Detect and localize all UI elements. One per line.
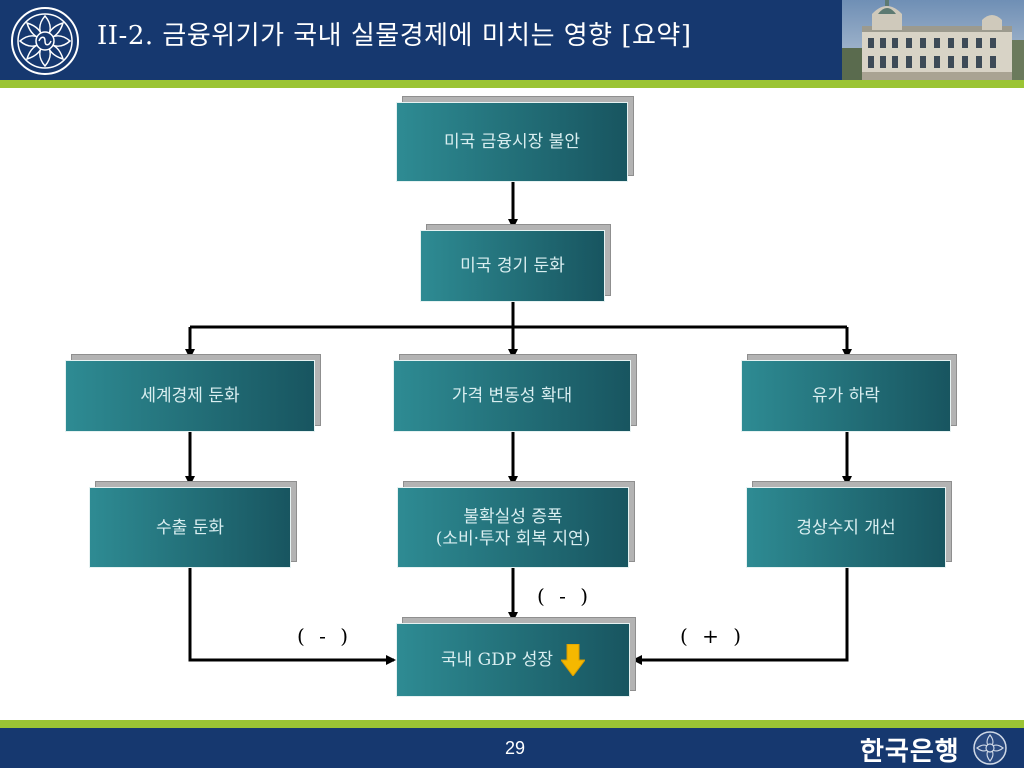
node-label: 미국 경기 둔화: [460, 256, 565, 276]
node-oil-price-decline: 유가 하락: [741, 354, 957, 432]
gdp-label-row: 국내 GDP 성장: [440, 644, 586, 676]
node-label: 유가 하락: [812, 386, 880, 406]
node-export-slowdown: 수출 둔화: [89, 481, 297, 568]
node-box: 가격 변동성 확대: [393, 360, 631, 432]
node-label-line1: 불확실성 증폭: [463, 506, 563, 527]
bank-building-photo: [842, 0, 1024, 80]
node-us-economy-slowdown: 미국 경기 둔화: [420, 224, 611, 302]
node-box: 불확실성 증폭 (소비·투자 회복 지연): [397, 487, 629, 568]
node-label: 미국 금융시장 불안: [444, 132, 580, 152]
down-arrow-icon: [561, 644, 586, 676]
bank-emblem-icon: [973, 731, 1007, 765]
slide-footer: 29 한국은행: [0, 728, 1024, 768]
sign-export-effect: ( - ): [297, 624, 353, 648]
node-box: 경상수지 개선: [746, 487, 946, 568]
node-box: 국내 GDP 성장: [396, 623, 630, 697]
node-domestic-gdp-growth: 국내 GDP 성장: [396, 617, 636, 697]
node-uncertainty: 불확실성 증폭 (소비·투자 회복 지연): [397, 481, 635, 568]
node-us-financial-market: 미국 금융시장 불안: [396, 96, 634, 182]
node-box: 미국 금융시장 불안: [396, 102, 628, 182]
node-box: 수출 둔화: [89, 487, 291, 568]
bank-emblem-icon: [11, 7, 79, 75]
node-box: 세계경제 둔화: [65, 360, 315, 432]
brand-name: 한국은행: [860, 737, 960, 767]
page-title: II-2. 금융위기가 국내 실물경제에 미치는 영향 [요약]: [97, 21, 692, 51]
slide-header: II-2. 금융위기가 국내 실물경제에 미치는 영향 [요약]: [0, 0, 1024, 80]
arrow-current-account-to-gdp: [632, 568, 849, 665]
node-label: 세계경제 둔화: [140, 386, 240, 406]
sign-uncertainty-effect: ( - ): [537, 584, 593, 608]
node-label-line2: (소비·투자 회복 지연): [435, 528, 591, 549]
node-world-economy-slowdown: 세계경제 둔화: [65, 354, 321, 432]
node-label: 국내 GDP 성장: [440, 650, 554, 670]
node-label: 수출 둔화: [156, 517, 224, 538]
footer-accent-stripe: [0, 720, 1024, 728]
node-price-volatility: 가격 변동성 확대: [393, 354, 637, 432]
sign-current-account-effect: ( + ): [680, 624, 746, 648]
node-box: 미국 경기 둔화: [420, 230, 605, 302]
arrow-export-to-gdp: [188, 568, 396, 665]
header-accent-stripe: [0, 80, 1024, 88]
node-current-account-improvement: 경상수지 개선: [746, 481, 952, 568]
node-label: 가격 변동성 확대: [451, 386, 573, 406]
node-box: 유가 하락: [741, 360, 951, 432]
page-number: 29: [504, 738, 526, 758]
node-label: 경상수지 개선: [796, 517, 896, 538]
